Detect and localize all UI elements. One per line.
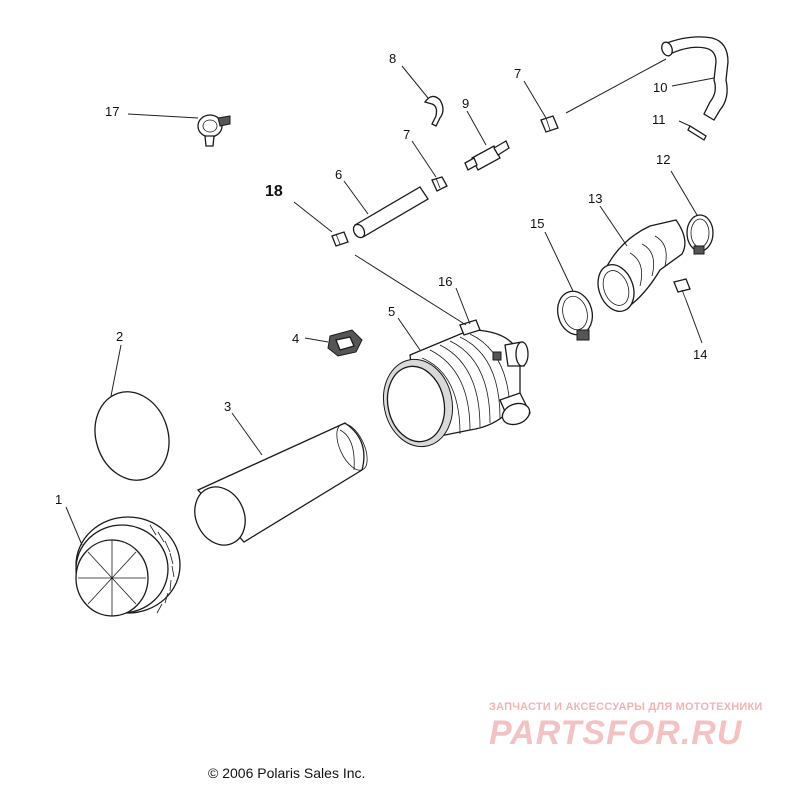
callout-2: 2 <box>116 329 123 344</box>
callout-10: 10 <box>653 80 667 95</box>
callout-4: 4 <box>292 331 299 346</box>
watermark-brand-logo: PARTSFOR.RU <box>489 714 743 752</box>
callout-13: 13 <box>588 191 602 206</box>
part-1-cover-cap <box>75 516 181 617</box>
part-7-clamp-b <box>540 115 559 133</box>
part-9-fitting <box>464 140 510 171</box>
callout-18: 18 <box>265 183 283 200</box>
watermark-tagline: ЗАПЧАСТИ И АКСЕССУАРЫ ДЛЯ МОТОТЕХНИКИ <box>489 701 763 713</box>
part-8-p-clip <box>423 95 444 127</box>
callout-9: 9 <box>462 96 469 111</box>
copyright-notice: © 2006 Polaris Sales Inc. <box>208 765 366 781</box>
callout-11: 11 <box>652 112 666 127</box>
part-18-clamp <box>331 231 349 247</box>
callout-16: 16 <box>438 274 452 289</box>
callout-12: 12 <box>656 152 670 167</box>
callout-7a: 7 <box>403 127 410 142</box>
callout-7b: 7 <box>514 66 521 81</box>
part-5-airbox-housing <box>383 329 531 448</box>
part-7-clamp-a <box>431 176 448 192</box>
part-3-filter-element <box>194 422 368 546</box>
part-2-gasket <box>94 391 170 481</box>
callout-3: 3 <box>224 399 231 414</box>
callout-6: 6 <box>335 167 342 182</box>
part-14-screw <box>673 278 691 301</box>
part-11-pin <box>687 125 707 141</box>
part-10-breather-hose <box>661 36 729 121</box>
part-13-intake-boot <box>597 219 686 312</box>
callout-17: 17 <box>105 104 119 119</box>
callout-1: 1 <box>55 492 62 507</box>
part-4-mounting-clip <box>327 329 363 357</box>
callout-8: 8 <box>389 51 396 66</box>
part-17-clamp <box>197 114 231 147</box>
callout-15: 15 <box>530 216 544 231</box>
part-6-hose <box>352 186 429 239</box>
callout-5: 5 <box>388 304 395 319</box>
part-16-strap <box>459 319 481 336</box>
part-15-large-clamp <box>556 290 594 341</box>
part-12-clamp <box>686 214 714 255</box>
callout-14: 14 <box>693 347 707 362</box>
